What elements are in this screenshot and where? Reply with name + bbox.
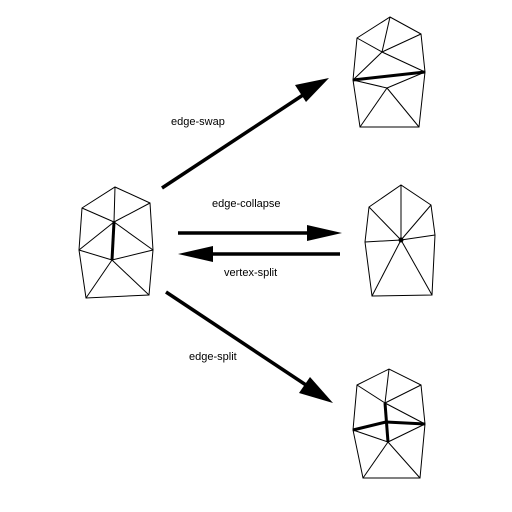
edge-swap-label: edge-swap: [171, 116, 225, 128]
vertex-split-label: vertex-split: [224, 267, 278, 279]
edge-collapse-result-mesh: [364, 184, 436, 297]
edge-split-label: edge-split: [189, 351, 237, 363]
edge-collapse-label: edge-collapse: [212, 198, 281, 210]
collapse-edge: [110, 221, 116, 261]
edge-split-arrow: [165, 290, 333, 403]
edge-split-result-mesh: [352, 368, 426, 479]
swapped-edge: [352, 70, 426, 82]
vertex-split-arrow: [178, 246, 340, 262]
edge-swap-arrow: [161, 78, 329, 190]
split-edge: [352, 420, 387, 432]
edge-collapse-arrow: [178, 225, 342, 241]
split-edge: [385, 420, 426, 426]
edge-swap-result-mesh: [352, 16, 426, 128]
collapsed-vertex: [398, 237, 404, 243]
source-mesh: [78, 186, 154, 299]
